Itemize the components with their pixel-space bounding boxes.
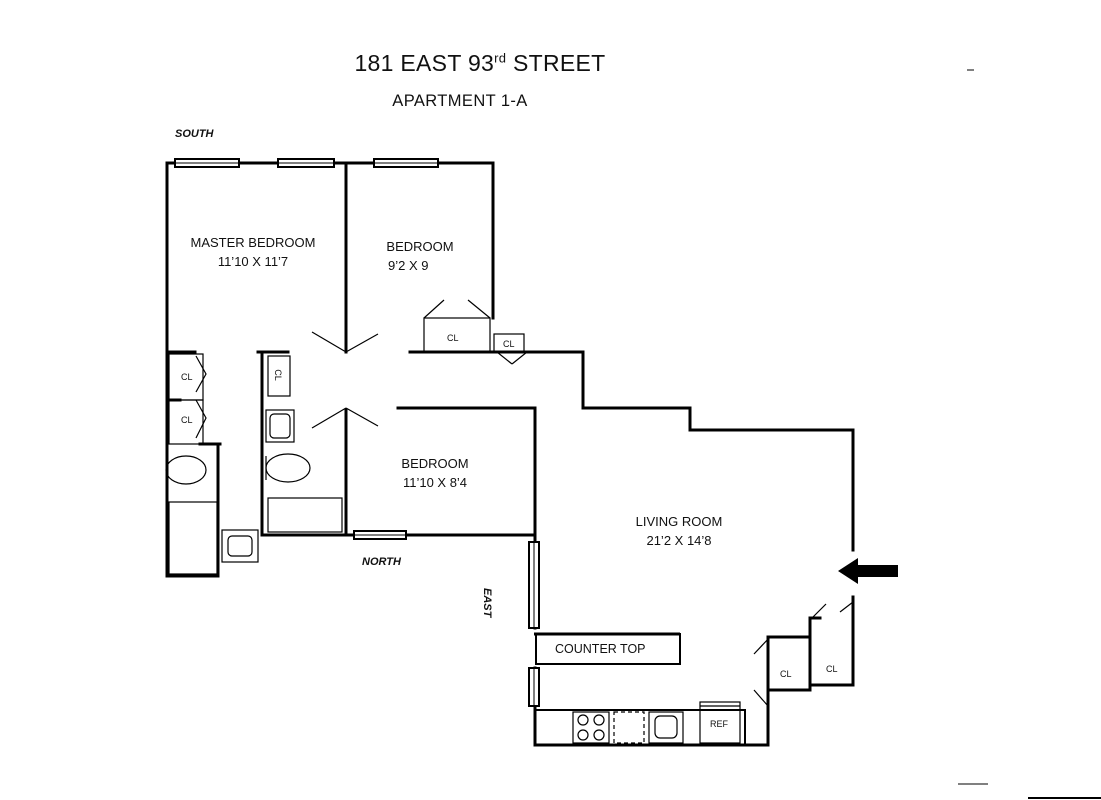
toilet-bath2 <box>165 455 207 485</box>
closet-label-left-2: CL <box>181 415 193 425</box>
room-bedroom-2-dims: 11’10 X 8’4 <box>402 475 468 490</box>
room-bedroom-1: BEDROOM 9’2 X 9 <box>380 237 460 275</box>
room-master-bedroom-name: MASTER BEDROOM <box>190 235 316 250</box>
closet-bedroom1 <box>423 317 491 353</box>
room-living-room-name: LIVING ROOM <box>635 514 723 529</box>
direction-east: EAST <box>481 588 493 618</box>
tub-bath2 <box>168 501 218 575</box>
sink-bath2 <box>221 529 259 563</box>
closet-label-hall: CL <box>272 369 283 381</box>
room-bedroom-1-dims: 9’2 X 9 <box>388 258 429 273</box>
closet-hall-tall <box>267 355 291 397</box>
direction-south: SOUTH <box>175 128 214 140</box>
closet-label-living-1: CL <box>780 669 792 679</box>
door-master <box>311 331 347 353</box>
page-title: 181 EAST 93rd STREET <box>354 50 606 76</box>
room-master-bedroom: MASTER BEDROOM 11’10 X 11’7 <box>188 233 318 271</box>
door-bedroom2b <box>345 407 379 427</box>
closet-hall-small <box>493 333 525 353</box>
room-living-room-dims: 21’2 X 14’8 <box>646 533 712 548</box>
kitchen-counter <box>534 709 746 746</box>
closet-label-living-2: CL <box>826 664 838 674</box>
dishwasher <box>613 711 645 744</box>
page-subtitle: APARTMENT 1-A <box>392 92 528 110</box>
closet-label-bedroom1: CL <box>447 333 459 343</box>
room-bedroom-1-name: BEDROOM <box>386 239 454 254</box>
room-master-bedroom-dims: 11’10 X 11’7 <box>217 254 289 269</box>
counter-top-label: COUNTER TOP <box>555 642 646 656</box>
door-bedroom1 <box>345 333 379 353</box>
room-bedroom-2-name: BEDROOM <box>401 456 469 471</box>
kitchen-sink <box>648 711 684 744</box>
sink-bath1 <box>265 409 295 443</box>
closet-label-hall-small: CL <box>503 339 515 349</box>
ref-label: REF <box>710 719 728 729</box>
stove <box>572 711 610 744</box>
toilet-bath1 <box>265 453 311 483</box>
room-living-room: LIVING ROOM 21’2 X 14’8 <box>624 512 734 550</box>
room-bedroom-2: BEDROOM 11’10 X 8’4 <box>390 454 480 492</box>
entry-arrow-icon <box>838 558 898 584</box>
tub-bath1 <box>267 497 343 533</box>
direction-north: NORTH <box>362 556 401 568</box>
closet-label-left-1: CL <box>181 372 193 382</box>
refrigerator <box>699 701 741 744</box>
closet-left-2 <box>168 399 204 445</box>
door-bedroom2a <box>311 407 347 429</box>
